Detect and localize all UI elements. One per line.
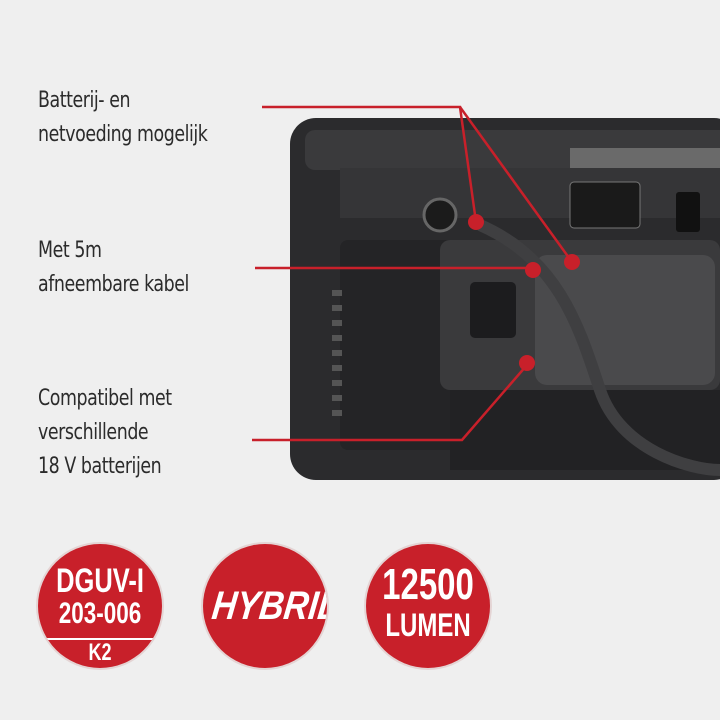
callout-text: Compatibel met (38, 386, 172, 411)
badge-text: DGUV-I (56, 562, 144, 600)
callout-text: netvoeding mogelijk (38, 122, 208, 147)
callout-dots (468, 214, 580, 371)
badge-text: K2 (88, 639, 112, 666)
badge-text: HYBRID (209, 584, 327, 628)
callout-text: Met 5m (38, 238, 102, 263)
callout-text: verschillende (38, 420, 149, 445)
callout-lines (252, 105, 574, 442)
badge-text: 12500 (382, 560, 474, 609)
callout-power: Batterij- en netvoeding mogelijk (38, 84, 208, 152)
dguv-badge: DGUV-I 203-006 K2 (38, 544, 162, 668)
callout-battery: Compatibel met verschillende 18 V batter… (38, 382, 172, 484)
hybrid-badge: HYBRID (203, 544, 327, 668)
badge-text: 203-006 (58, 597, 142, 630)
callout-text: 18 V batterijen (38, 454, 162, 479)
badge-text: LUMEN (385, 607, 471, 643)
callout-cable: Met 5m afneembare kabel (38, 234, 189, 302)
callout-text: afneembare kabel (38, 272, 189, 297)
badge-class: K2 (38, 638, 162, 668)
callout-text: Batterij- en (38, 88, 131, 113)
lumen-badge: 12500 LUMEN (366, 544, 490, 668)
